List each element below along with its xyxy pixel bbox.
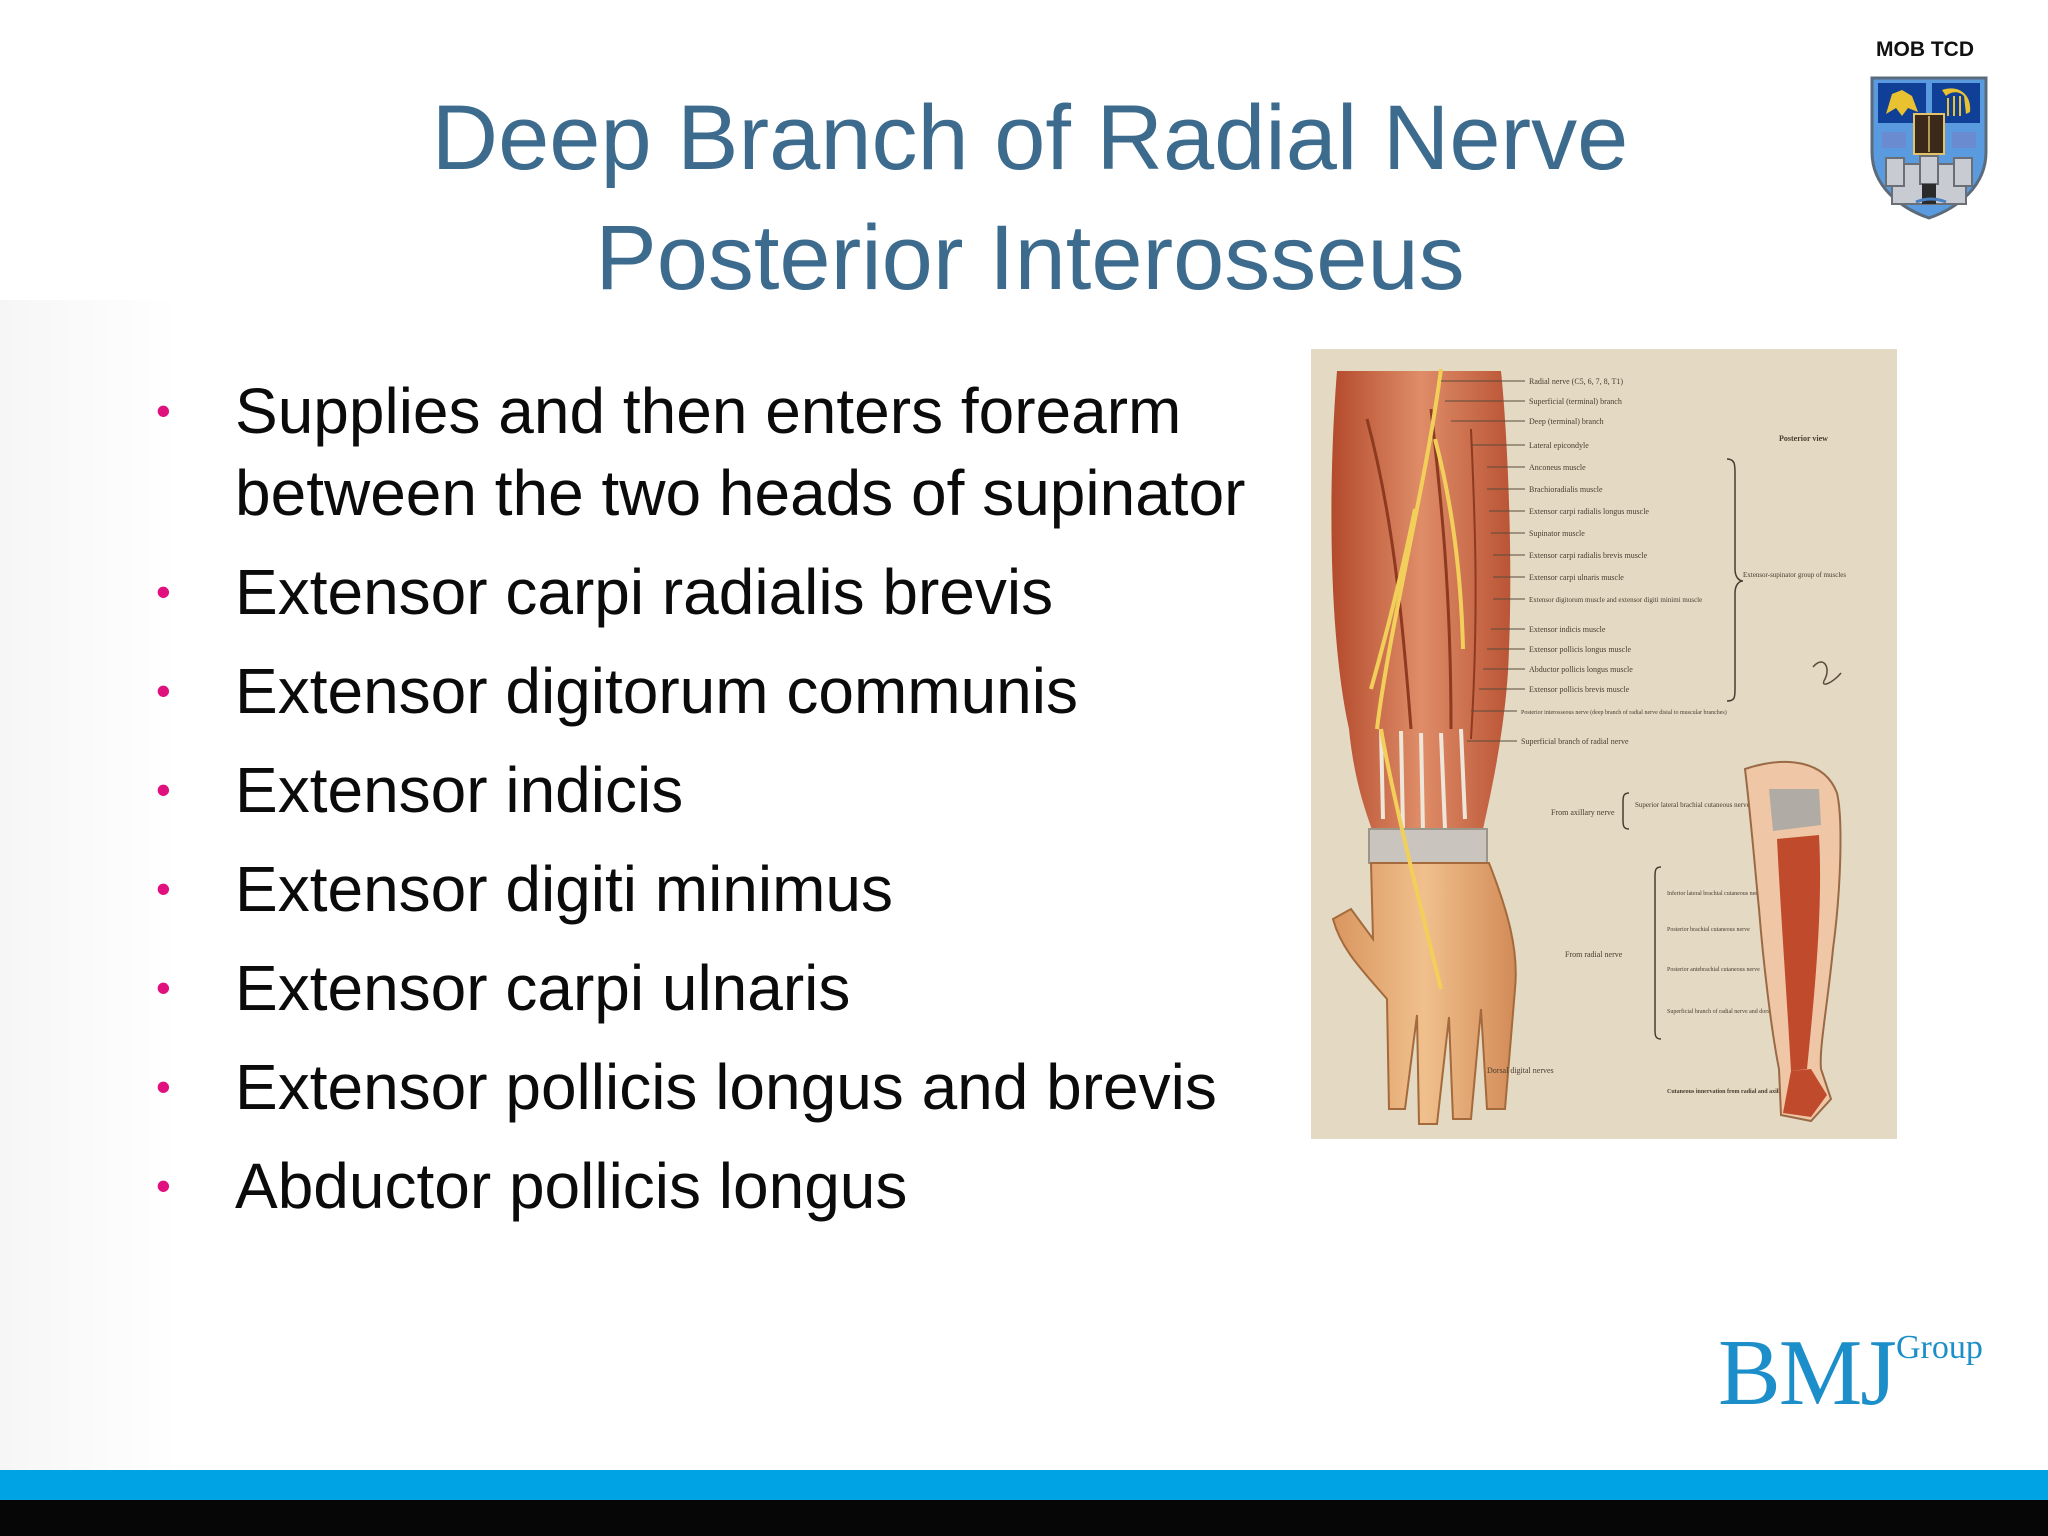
figure-label: Inferior lateral brachial cutaneous nerv… [1667, 890, 1763, 897]
figure-label: Extensor carpi ulnaris muscle [1529, 573, 1624, 582]
figure-label: Extensor carpi radialis brevis muscle [1529, 551, 1648, 560]
bullet-marker: • [156, 766, 171, 813]
figure-label: Extensor indicis muscle [1529, 625, 1606, 634]
figure-label: Posterior brachial cutaneous nerve [1667, 927, 1750, 933]
bullet-item: • Extensor carpi radialis brevis [150, 551, 1310, 633]
title-line-2: Posterior Interosseus [595, 207, 1465, 309]
figure-label: Extensor pollicis brevis muscle [1529, 685, 1630, 694]
figure-label: Posterior antebrachial cutaneous nerve [1667, 967, 1760, 973]
bullet-text: Supplies and then enters forearm between… [235, 375, 1246, 529]
bullet-marker: • [156, 865, 171, 912]
figure-label: From axillary nerve [1551, 808, 1615, 817]
figure-label: Dorsal digital nerves [1487, 1066, 1554, 1075]
bottom-accent-bar [0, 1470, 2048, 1500]
label-leader-lines [1441, 380, 1525, 742]
hand-drawing [1331, 862, 1517, 1125]
extensor-retinaculum [1368, 828, 1488, 864]
figure-group-label: Extensor-supinator group of muscles [1743, 571, 1846, 579]
bullet-marker: • [156, 964, 171, 1011]
figure-label: Abductor pollicis longus muscle [1529, 665, 1633, 674]
figure-label: Extensor pollicis longus muscle [1529, 645, 1631, 654]
bullet-text: Extensor digiti minimus [235, 853, 893, 925]
figure-label: Anconeus muscle [1529, 463, 1586, 472]
figure-label: Superficial branch of radial nerve and d… [1667, 1008, 1814, 1015]
artist-signature [1812, 661, 1842, 685]
figure-caption: Cutaneous innervation from radial and ax… [1667, 1089, 1808, 1095]
figure-view-label: Posterior view [1779, 434, 1828, 443]
corner-tag: MOB TCD [1876, 38, 1974, 61]
bullet-item: • Extensor digiti minimus [150, 848, 1310, 930]
radial-nerve-branches [1369, 368, 1465, 990]
bullet-item: • Extensor digitorum communis [150, 650, 1310, 732]
bullet-list: • Supplies and then enters forearm betwe… [150, 370, 1310, 1244]
figure-label: Radial nerve (C5, 6, 7, 8, T1) [1529, 377, 1623, 386]
slide-title: Deep Branch of Radial Nerve Posterior In… [300, 78, 1760, 318]
figure-label: Supinator muscle [1529, 529, 1585, 538]
background-fade [0, 300, 180, 1470]
bullet-text: Extensor digitorum communis [235, 655, 1078, 727]
college-crest-icon [1870, 76, 1988, 220]
figure-label: Superficial branch of radial nerve [1521, 737, 1629, 746]
bottom-footer-bar [0, 1500, 2048, 1536]
title-line-1: Deep Branch of Radial Nerve [431, 87, 1629, 189]
bullet-item: • Extensor pollicis longus and brevis [150, 1046, 1310, 1128]
figure-label: Extensor carpi radialis longus muscle [1529, 507, 1649, 516]
group-bracket [1726, 458, 1744, 702]
figure-label: From radial nerve [1565, 950, 1623, 959]
bullet-text: Extensor indicis [235, 754, 684, 826]
bullet-item: • Extensor carpi ulnaris [150, 947, 1310, 1029]
bullet-marker: • [156, 568, 171, 615]
figure-label: Deep (terminal) branch [1529, 417, 1604, 426]
figure-label-group: Radial nerve (C5, 6, 7, 8, T1) Superfici… [1487, 377, 1846, 1095]
figure-label: Lateral epicondyle [1529, 441, 1589, 450]
bullet-text: Extensor carpi ulnaris [235, 952, 851, 1024]
figure-label: Brachioradialis muscle [1529, 485, 1603, 494]
bullet-text: Abductor pollicis longus [235, 1150, 908, 1222]
figure-label: Posterior interosseous nerve (deep branc… [1521, 709, 1727, 716]
figure-label: Extensor digitorum muscle and extensor d… [1529, 596, 1702, 604]
bullet-text: Extensor carpi radialis brevis [235, 556, 1054, 628]
bullet-item: • Abductor pollicis longus [150, 1145, 1310, 1227]
bullet-item: • Extensor indicis [150, 749, 1310, 831]
bullet-marker: • [156, 667, 171, 714]
bullet-marker: • [156, 1162, 171, 1209]
logo-suffix-text: Group [1896, 1329, 1983, 1366]
bullet-marker: • [156, 387, 171, 434]
figure-label: Superior lateral brachial cutaneous nerv… [1635, 801, 1750, 809]
bullet-item: • Supplies and then enters forearm betwe… [150, 370, 1310, 534]
bullet-marker: • [156, 1063, 171, 1110]
figure-label: Superficial (terminal) branch [1529, 397, 1622, 406]
logo-main-text: BMJ [1718, 1321, 1895, 1425]
forearm-anatomy-illustration: Radial nerve (C5, 6, 7, 8, T1) Superfici… [1311, 349, 1897, 1139]
bmj-group-logo: BMJ Group [1718, 1321, 1983, 1425]
bullet-text: Extensor pollicis longus and brevis [235, 1051, 1217, 1123]
